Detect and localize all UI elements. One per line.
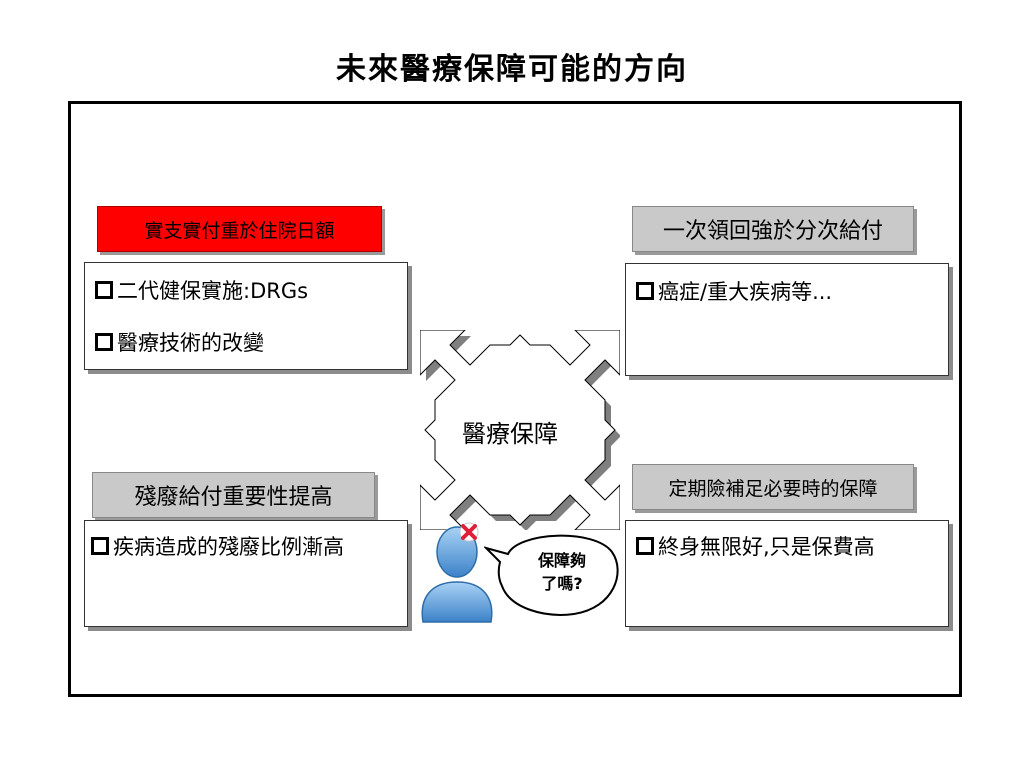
four-way-arrow-icon <box>420 330 620 530</box>
box-bottom-right: 終身無限好,只是保費高 <box>625 520 949 627</box>
label-bottom-right: 定期險補足必要時的保障 <box>632 464 914 510</box>
list-item: 疾病造成的殘廢比例漸高 <box>91 531 397 561</box>
page-title: 未來醫療保障可能的方向 <box>336 52 688 87</box>
checkbox-bullet-icon <box>636 537 654 555</box>
box-top-left: 二代健保實施:DRGs 醫療技術的改變 <box>84 262 408 370</box>
list-item: 醫療技術的改變 <box>95 327 397 357</box>
label-bottom-left: 殘廢給付重要性提高 <box>92 472 375 518</box>
checkbox-bullet-icon <box>95 333 113 351</box>
box-top-right: 癌症/重大疾病等... <box>625 263 949 376</box>
list-item: 癌症/重大疾病等... <box>636 276 938 306</box>
center-label: 醫療保障 <box>462 420 558 448</box>
bubble-text: 保障夠 了嗎? <box>537 551 586 593</box>
label-top-right: 一次領回強於分次給付 <box>632 206 914 252</box>
list-item: 終身無限好,只是保費高 <box>636 531 938 561</box>
speech-bubble <box>484 534 619 616</box>
checkbox-bullet-icon <box>91 537 109 555</box>
red-x-icon <box>459 522 479 542</box>
person-icon <box>421 522 493 623</box>
checkbox-bullet-icon <box>95 281 113 299</box>
diagram-frame <box>68 101 962 697</box>
box-bottom-left: 疾病造成的殘廢比例漸高 <box>84 520 408 627</box>
checkbox-bullet-icon <box>636 282 654 300</box>
label-top-left: 實支實付重於住院日額 <box>97 206 382 252</box>
list-item: 二代健保實施:DRGs <box>95 275 397 305</box>
